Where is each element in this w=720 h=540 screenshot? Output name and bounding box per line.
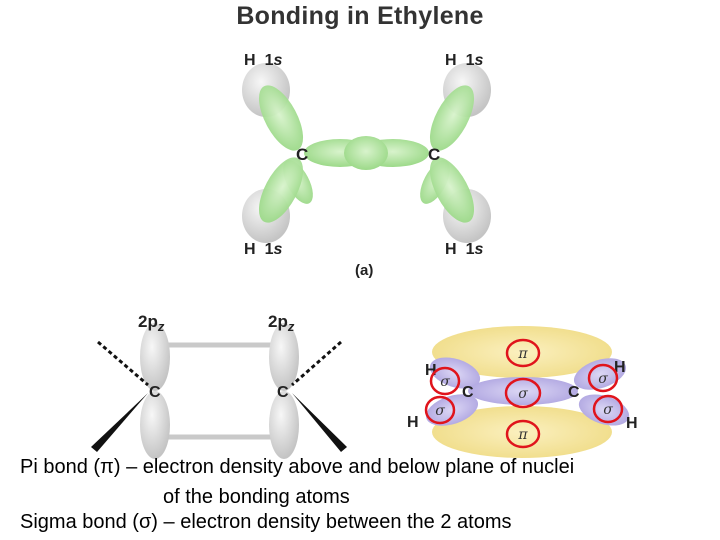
- wedge-bond: [91, 393, 148, 452]
- pi-symbol: π: [517, 427, 528, 443]
- caption-pi-bond-continued: of the bonding atoms: [163, 486, 350, 509]
- carbon-label: C: [462, 384, 474, 401]
- sigma-symbol: σ: [603, 402, 613, 418]
- pi-sigma-molecule-diagram: H H H H C C π π σ σ σ σ σ: [407, 326, 638, 458]
- hydrogen-label: H: [407, 414, 419, 431]
- sigma-symbol: σ: [598, 371, 608, 387]
- pz-orbital-diagram: 2pz 2pz C C: [91, 312, 347, 459]
- dashed-bond: [292, 342, 341, 385]
- orbital-2pz-label: 2pz: [138, 312, 165, 334]
- sigma-symbol: σ: [518, 386, 528, 402]
- sigma-symbol: σ: [440, 374, 450, 390]
- p-orbital-lobe: [269, 391, 299, 459]
- orbital-2pz-label: 2pz: [268, 312, 295, 334]
- sigma-symbol: σ: [435, 403, 445, 419]
- p-orbital-lobe: [140, 323, 170, 391]
- p-orbital-lobe: [140, 391, 170, 459]
- wedge-bond: [292, 393, 347, 452]
- p-orbital-lobe: [269, 323, 299, 391]
- carbon-label: C: [149, 384, 161, 401]
- carbon-label: C: [568, 384, 580, 401]
- hydrogen-label: H: [626, 415, 638, 432]
- carbon-label: C: [277, 384, 289, 401]
- pi-symbol: π: [517, 346, 528, 362]
- cc-sigma-lobe: [344, 136, 388, 170]
- carbon-label: C: [296, 145, 308, 164]
- caption-pi-bond: Pi bond (π) – electron density above and…: [20, 456, 574, 479]
- caption-sigma-bond: Sigma bond (σ) – electron density betwee…: [20, 511, 512, 534]
- panel-label: (a): [355, 262, 373, 279]
- carbon-label: C: [428, 145, 440, 164]
